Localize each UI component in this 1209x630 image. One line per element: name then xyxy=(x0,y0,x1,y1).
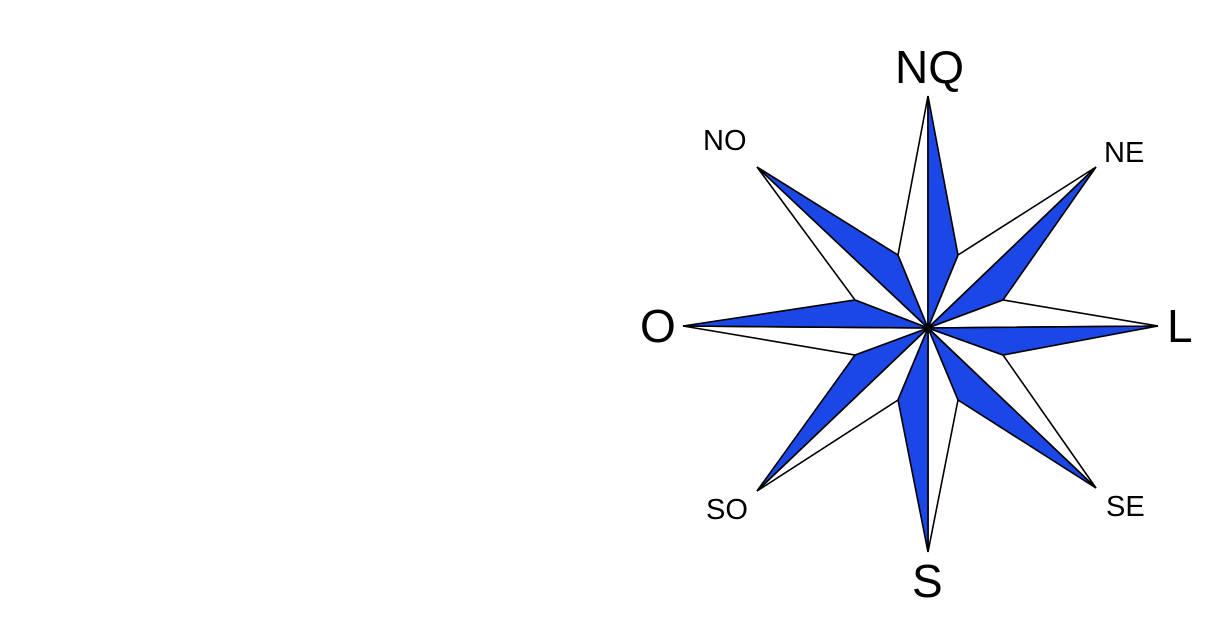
label-southeast: SE xyxy=(1106,493,1145,522)
label-northwest: NO xyxy=(703,127,747,156)
label-north: NQ xyxy=(895,44,964,90)
label-east: L xyxy=(1167,303,1193,349)
label-south: S xyxy=(912,558,943,604)
label-west: O xyxy=(640,303,676,349)
label-northeast: NE xyxy=(1104,139,1144,168)
label-southwest: SO xyxy=(706,496,748,525)
